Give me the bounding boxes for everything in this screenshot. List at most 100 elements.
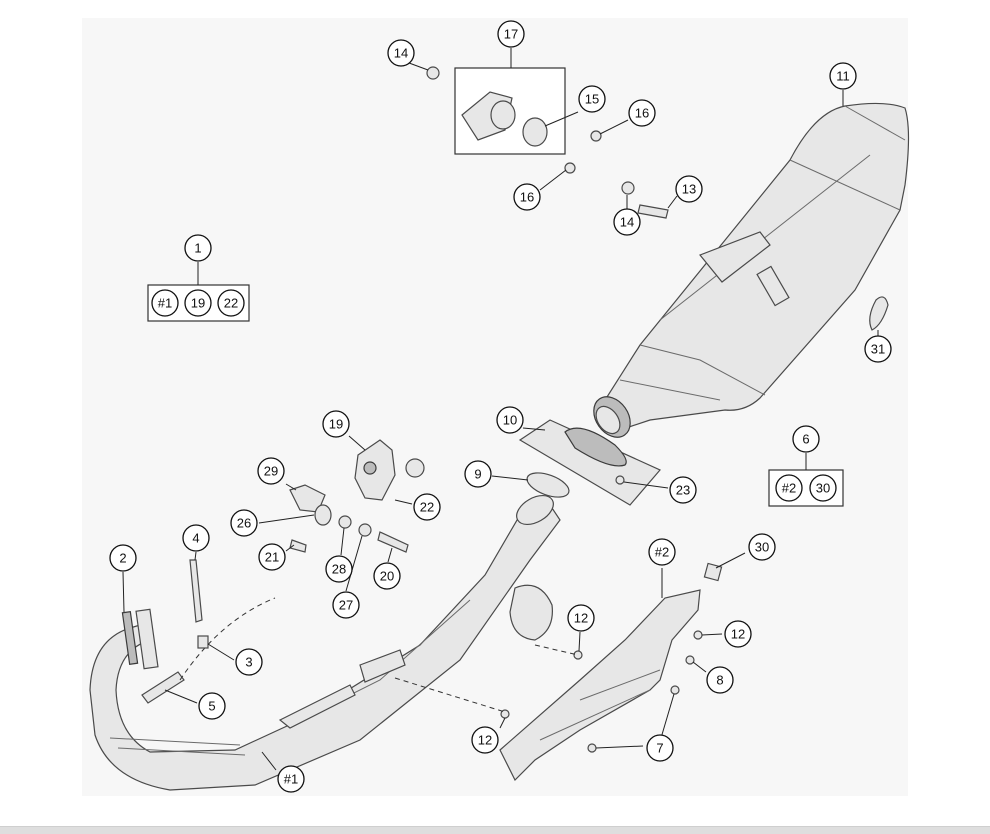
callout-19: 19 <box>322 410 350 438</box>
lambda-sensor <box>141 671 185 704</box>
svg-text:22: 22 <box>224 296 238 311</box>
svg-text:#2: #2 <box>782 481 796 496</box>
callout-12-bottom: 12 <box>471 726 499 754</box>
svg-text:12: 12 <box>478 733 492 748</box>
svg-text:#2: #2 <box>655 545 669 560</box>
bolt-13 <box>637 204 669 219</box>
callout-kit6-30: 30 <box>809 474 837 502</box>
washer <box>358 523 372 537</box>
bottom-bar <box>0 826 990 834</box>
gasket-plate <box>518 419 661 506</box>
svg-text:30: 30 <box>755 540 769 555</box>
callout-1: 1 <box>184 234 212 262</box>
callout-7: 7 <box>646 734 674 762</box>
nut-16b <box>564 162 576 174</box>
svg-text:11: 11 <box>836 69 850 84</box>
callout-14-mid: 14 <box>613 208 641 236</box>
callout-6: 6 <box>792 425 820 453</box>
callout-11: 11 <box>829 62 857 90</box>
callout-10: 10 <box>496 406 524 434</box>
callout-12-mid: 12 <box>567 604 595 632</box>
svg-text:29: 29 <box>264 464 278 479</box>
callout-22: 22 <box>413 493 441 521</box>
svg-text:#1: #1 <box>284 772 298 787</box>
ring-gasket <box>526 472 570 498</box>
callout-15: 15 <box>578 85 606 113</box>
sensor-cable <box>179 597 276 681</box>
svg-text:28: 28 <box>332 562 346 577</box>
sleeve <box>338 515 352 529</box>
svg-text:16: 16 <box>635 106 649 121</box>
svg-text:1: 1 <box>194 241 201 256</box>
svg-text:19: 19 <box>191 296 205 311</box>
screw-7b <box>587 743 597 753</box>
screw-8 <box>685 655 695 665</box>
svg-text:19: 19 <box>329 417 343 432</box>
nut-16a <box>590 130 602 142</box>
svg-text:27: 27 <box>339 598 353 613</box>
callout-16-left: 16 <box>513 183 541 211</box>
svg-text:17: 17 <box>504 27 518 42</box>
callout-21: 21 <box>258 543 286 571</box>
rubber-bushing <box>314 504 332 526</box>
svg-text:8: 8 <box>716 673 723 688</box>
nut-12a <box>573 650 583 660</box>
callout-29: 29 <box>257 457 285 485</box>
mount-bracket <box>289 484 326 513</box>
svg-text:20: 20 <box>380 569 394 584</box>
assembly-line-b <box>534 644 579 656</box>
svg-text:4: 4 <box>192 531 199 546</box>
callout-4: 4 <box>182 524 210 552</box>
svg-text:10: 10 <box>503 413 517 428</box>
svg-text:5: 5 <box>208 699 215 714</box>
callout-kit1-22: 22 <box>217 289 245 317</box>
leader-lines <box>122 48 879 771</box>
svg-text:23: 23 <box>676 483 690 498</box>
svg-text:15: 15 <box>585 92 599 107</box>
callout-kit1-header: #1 <box>151 289 179 317</box>
callout-26: 26 <box>230 509 258 537</box>
callout-17: 17 <box>497 20 525 48</box>
clamp-plate-2 <box>121 611 139 665</box>
svg-text:#1: #1 <box>158 296 172 311</box>
svg-text:6: 6 <box>802 432 809 447</box>
svg-text:12: 12 <box>731 627 745 642</box>
svg-text:3: 3 <box>245 655 252 670</box>
bolt-14a <box>426 66 440 80</box>
rear-silencer <box>499 584 701 782</box>
svg-text:26: 26 <box>237 516 251 531</box>
callout-16-right: 16 <box>628 99 656 127</box>
callout-3: 3 <box>235 648 263 676</box>
callout-31: 31 <box>864 335 892 363</box>
callout-28: 28 <box>325 555 353 583</box>
svg-text:21: 21 <box>265 550 279 565</box>
callout-27: 27 <box>332 591 360 619</box>
svg-text:14: 14 <box>394 46 408 61</box>
svg-text:14: 14 <box>620 215 634 230</box>
svg-text:13: 13 <box>682 182 696 197</box>
svg-text:7: 7 <box>656 741 663 756</box>
clip-3 <box>197 635 209 649</box>
svg-text:12: 12 <box>574 611 588 626</box>
gasket-stack <box>135 608 159 670</box>
callout-kit6-silencer: #2 <box>775 474 803 502</box>
callout-9: 9 <box>464 460 492 488</box>
header-pipe <box>89 494 561 791</box>
callout-23: 23 <box>669 476 697 504</box>
callout-8: 8 <box>706 666 734 694</box>
callout-2: 2 <box>109 544 137 572</box>
svg-text:31: 31 <box>871 342 885 357</box>
clamp-flange <box>461 91 548 147</box>
callout-20: 20 <box>373 562 401 590</box>
screw-7a <box>670 685 680 695</box>
bracket-clamp <box>354 439 425 501</box>
callout-14-top: 14 <box>387 39 415 67</box>
callout-kit1-19: 19 <box>184 289 212 317</box>
spring-31 <box>869 296 889 331</box>
svg-text:2: 2 <box>119 551 126 566</box>
washer-14b <box>621 181 635 195</box>
svg-text:30: 30 <box>816 481 830 496</box>
svg-text:9: 9 <box>474 467 481 482</box>
